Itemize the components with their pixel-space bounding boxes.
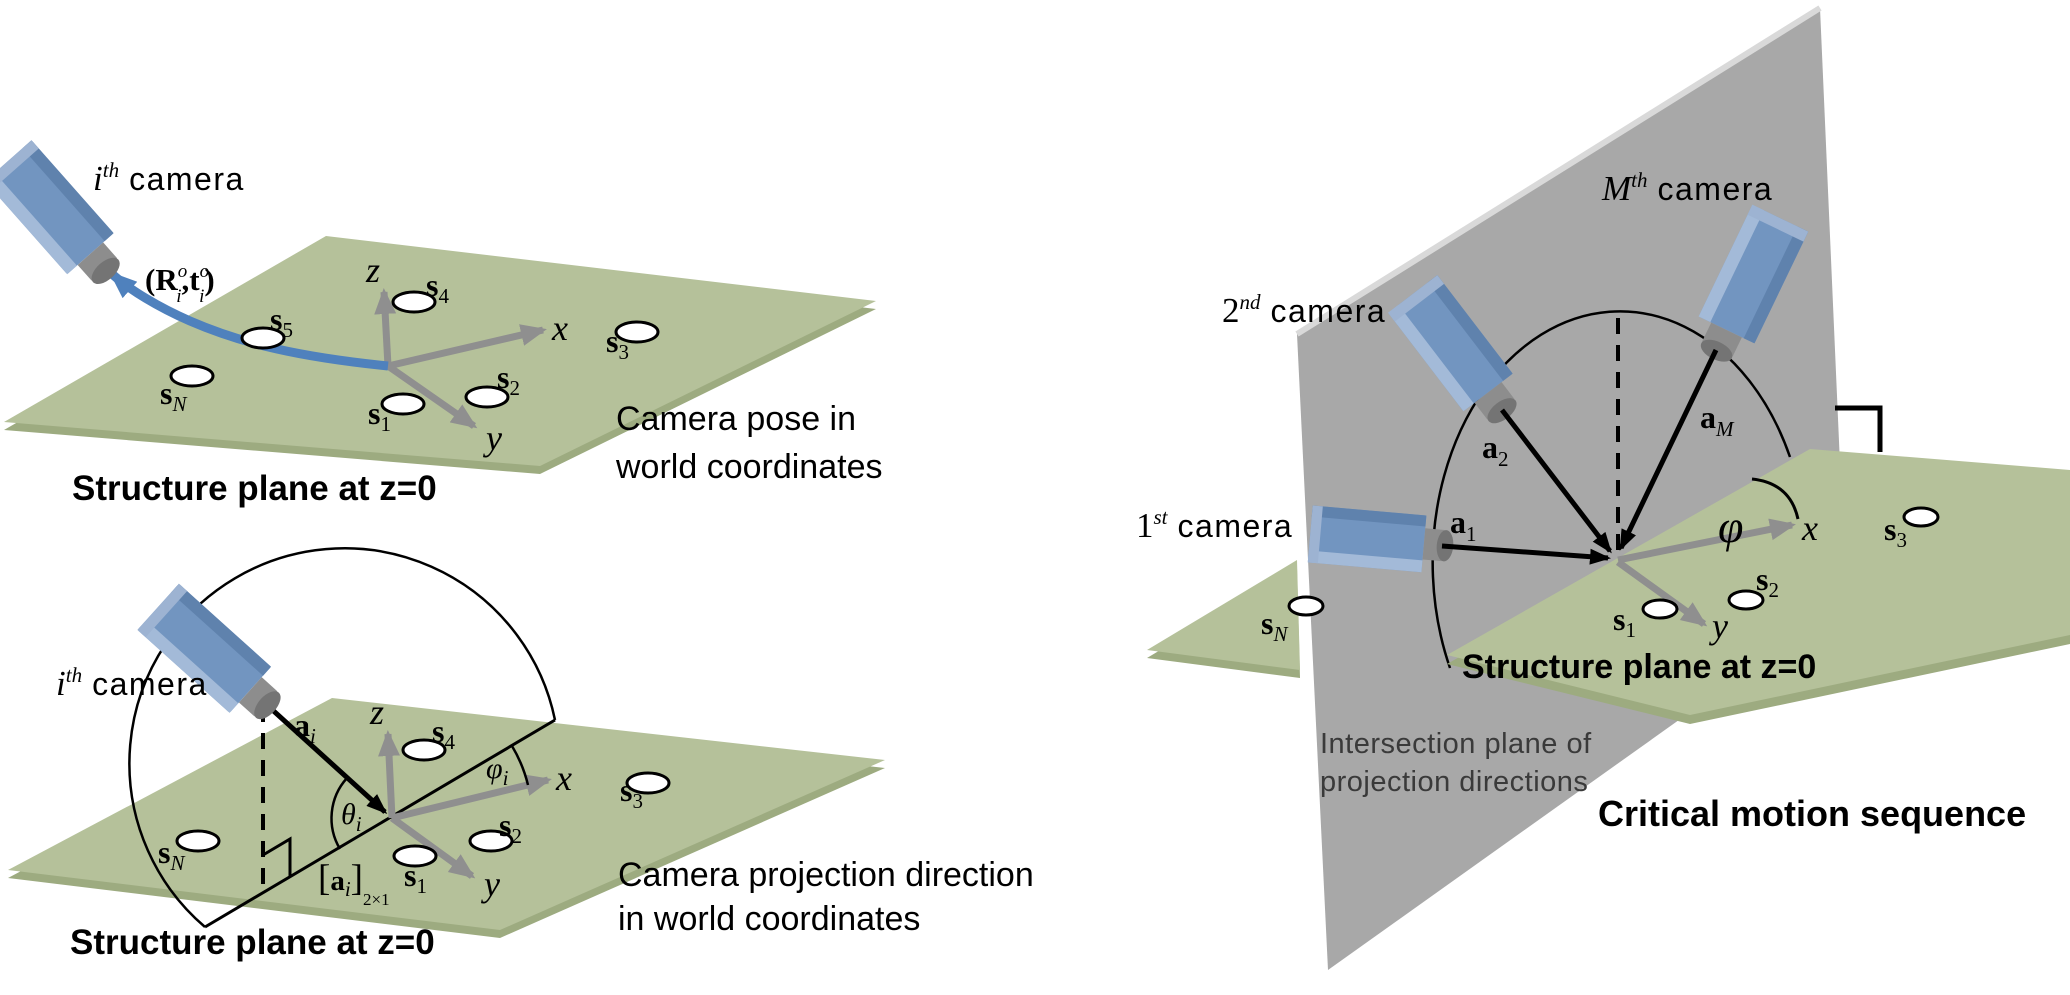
point-ellipse-s1-3 xyxy=(1641,598,1679,620)
theta-arc-2 xyxy=(330,777,348,850)
phi-arc-3 xyxy=(1751,477,1800,520)
point-ellipse-s2-1 xyxy=(464,385,510,409)
intersection-plane-label-line1: Intersection plane of xyxy=(1320,728,1592,760)
projection-vector-ai xyxy=(265,703,388,815)
point-label-sN-1: sN xyxy=(160,375,187,416)
point-ellipse-s3-3 xyxy=(1902,506,1940,528)
point-ellipse-s3-1 xyxy=(614,320,660,344)
point-label-s3-3: s3 xyxy=(1884,511,1907,552)
axis-z-label-2: z xyxy=(369,692,384,732)
diagram3-title: Critical motion sequence xyxy=(1598,793,2026,834)
projected-vector-label: [ai]2×1 xyxy=(318,858,390,909)
pose-arrow xyxy=(109,270,389,371)
axis-y-3 xyxy=(1615,559,1708,627)
plane-caption-1: Structure plane at z=0 xyxy=(72,469,437,508)
axis-x-label-2: x xyxy=(555,758,572,798)
point-label-s5-1: s5 xyxy=(270,301,293,342)
diameter-line-2 xyxy=(204,718,556,929)
point-ellipse-s2-2 xyxy=(468,829,514,853)
point-label-s2-3: s2 xyxy=(1756,561,1779,602)
structure-plane-left-fragment xyxy=(1147,560,1300,670)
vector-a1-label: a1 xyxy=(1450,504,1477,546)
intersection-plane-label-line2: projection directions xyxy=(1320,766,1588,798)
point-label-sN-2: sN xyxy=(158,834,185,875)
point-ellipse-s3-2 xyxy=(625,771,671,795)
vector-aM-label: aM xyxy=(1700,399,1735,441)
plane-caption-3: Structure plane at z=0 xyxy=(1462,648,1816,686)
phi-i-label: φi xyxy=(486,752,509,790)
point-label-s3-1: s3 xyxy=(606,323,629,364)
point-ellipse-s5-1 xyxy=(240,326,286,350)
point-label-s4-1: s4 xyxy=(426,267,449,308)
axis-z-label-1: z xyxy=(365,250,380,290)
point-label-s3-2: s3 xyxy=(620,772,643,813)
point-label-s2-2: s2 xyxy=(499,807,522,848)
point-label-s2-1: s2 xyxy=(497,359,520,400)
right-angle-mark-2 xyxy=(262,836,292,877)
axis-y-label-1: y xyxy=(483,418,502,458)
point-ellipse-s1-1 xyxy=(380,392,426,416)
plane-caption-2: Structure plane at z=0 xyxy=(70,923,435,962)
point-ellipse-sN-1 xyxy=(169,364,215,388)
point-label-s1-3: s1 xyxy=(1613,601,1636,642)
axis-x-1 xyxy=(387,324,547,370)
vector-ai-label: ai xyxy=(294,707,316,748)
phi-label-3: φ xyxy=(1718,501,1743,552)
description-2-line1: Camera projection direction xyxy=(618,856,1034,894)
description-2-line2: in world coordinates xyxy=(618,900,920,938)
point-label-s1-1: s1 xyxy=(368,395,391,436)
axis-x-label-1: x xyxy=(551,308,568,348)
point-ellipse-s4-1 xyxy=(391,290,437,314)
axis-y-label-2: y xyxy=(481,864,500,904)
axis-y-1 xyxy=(385,363,478,429)
point-ellipse-sN-2 xyxy=(175,829,221,853)
axis-y-label-3: y xyxy=(1709,606,1728,646)
axis-x-3 xyxy=(1617,518,1796,564)
theta-label: θi xyxy=(341,798,362,836)
vector-aM xyxy=(1618,348,1719,551)
vector-a2-label: a2 xyxy=(1482,429,1509,471)
point-label-sN-3: sN xyxy=(1261,605,1288,646)
structure-plane-2 xyxy=(8,698,885,930)
vector-a1 xyxy=(1441,543,1611,565)
axis-z-2 xyxy=(378,730,401,819)
axis-x-label-3: x xyxy=(1801,508,1818,548)
point-ellipse-s4-2 xyxy=(401,738,447,762)
phi-arc-2 xyxy=(510,745,530,786)
intersection-plane-top-edge xyxy=(1295,5,1822,337)
point-label-s4-2: s4 xyxy=(432,713,455,754)
elevation-semicircle-2 xyxy=(128,547,557,928)
axis-x-2 xyxy=(391,774,552,822)
perpendicular-bracket xyxy=(1835,405,1883,452)
axis-y-2 xyxy=(389,815,476,879)
point-ellipse-s1-2 xyxy=(392,844,438,868)
point-label-s1-2: s1 xyxy=(404,857,427,898)
point-ellipse-s2-3 xyxy=(1727,589,1765,611)
axis-z-1 xyxy=(374,288,397,367)
description-1-line1: Camera pose in xyxy=(616,400,856,438)
description-1-line2: world coordinates xyxy=(615,448,882,486)
camera-i-2 xyxy=(137,583,295,735)
vector-a2 xyxy=(1500,408,1612,554)
point-ellipse-sN-3 xyxy=(1287,595,1325,617)
